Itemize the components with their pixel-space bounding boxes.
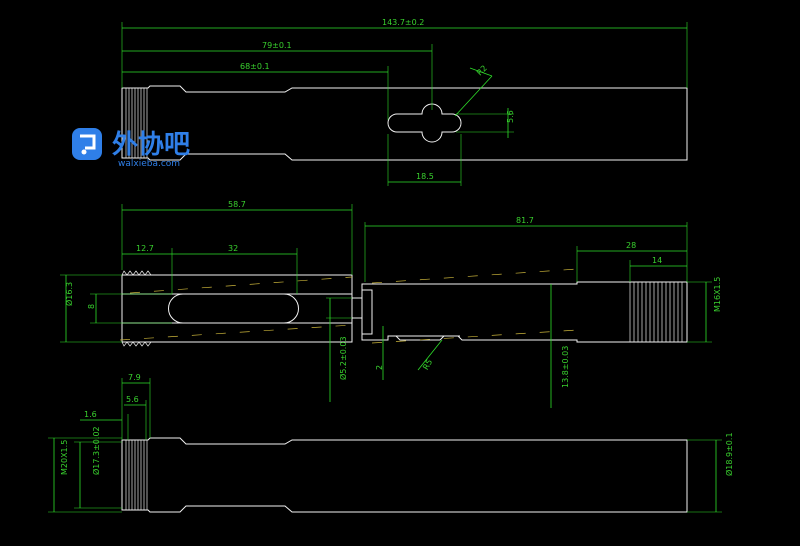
dim-32: 32 <box>228 244 238 253</box>
dim-d17-3: Ø17.3±0.02 <box>91 426 101 475</box>
section-view: 58.7 81.7 12.7 32 28 14 Ø16.3 8 <box>60 200 722 408</box>
dim-slot-width: 5.6 <box>506 110 515 123</box>
top-thread <box>125 88 148 158</box>
dim-14: 14 <box>652 256 662 265</box>
dim-58-7: 58.7 <box>228 200 246 209</box>
dim-79: 79±0.1 <box>262 41 292 50</box>
section-hatch-left <box>119 276 353 341</box>
dim-7-9: 7.9 <box>128 373 141 382</box>
section-hatch-right <box>371 268 578 344</box>
watermark-brand: 外协吧 <box>112 130 190 160</box>
dim-5-6: 5.6 <box>126 395 139 404</box>
bottom-view: 7.9 1.6 5.6 M20X1.5 Ø17.3±0.02 Ø18.9±0.1 <box>48 373 734 513</box>
top-view: 143.7±0.2 79±0.1 68±0.1 R2 5.6 18.5 <box>121 18 688 186</box>
dim-28: 28 <box>626 241 636 250</box>
dim-m16-thread: M16X1.5 <box>713 277 722 312</box>
dim-slot-length: 18.5 <box>416 172 434 181</box>
section-thread-right <box>629 282 683 342</box>
dim-8: 8 <box>87 304 96 309</box>
watermark-logo: 外协吧 walxieba.com <box>72 128 190 169</box>
watermark-url: walxieba.com <box>118 159 180 169</box>
dim-68: 68±0.1 <box>240 62 270 71</box>
section-slot <box>168 293 299 324</box>
dim-1-6: 1.6 <box>84 410 97 419</box>
dim-d18-9: Ø18.9±0.1 <box>724 432 734 476</box>
dim-overall-length: 143.7±0.2 <box>382 18 424 27</box>
dim-d5-2: Ø5.2±0.03 <box>338 336 348 380</box>
section-thread-left <box>121 270 152 347</box>
dim-81-7: 81.7 <box>516 216 534 225</box>
dim-13-8: 13.8±0.03 <box>561 346 570 388</box>
dim-2: 2 <box>375 365 384 370</box>
top-slot <box>387 103 462 143</box>
dim-12-7: 12.7 <box>136 244 154 253</box>
dim-m20-thread: M20X1.5 <box>60 440 69 475</box>
bottom-thread <box>125 440 148 510</box>
dim-d16-3: Ø16.3 <box>64 282 74 306</box>
